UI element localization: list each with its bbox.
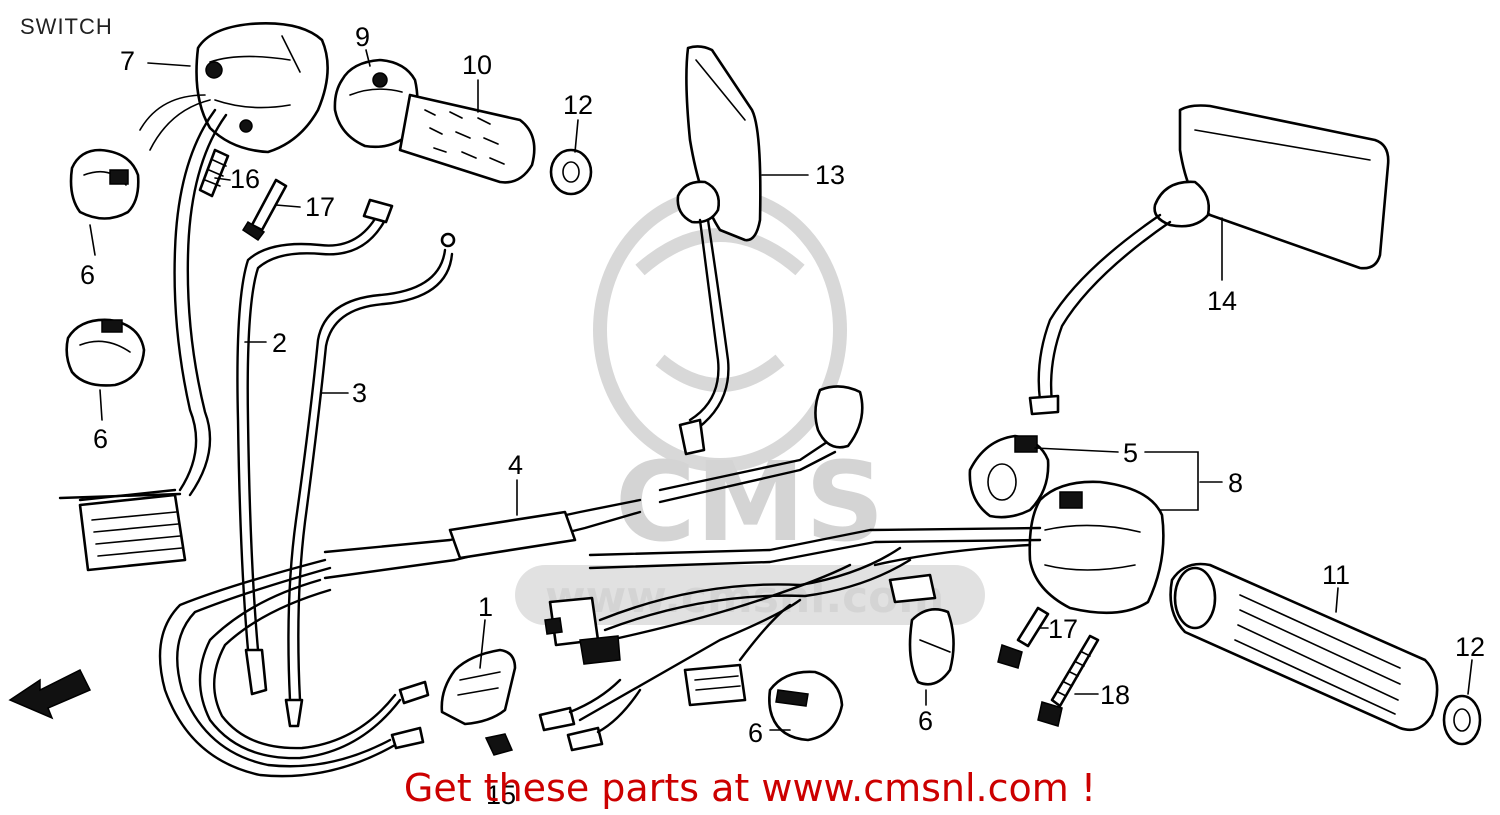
callout-12-upper: 12 (563, 90, 593, 120)
callout-3: 3 (352, 378, 367, 408)
callout-8: 8 (1228, 468, 1243, 498)
part-16-screw (198, 148, 230, 198)
part-13-left-mirror (676, 45, 762, 456)
part-10-left-grip (398, 93, 536, 184)
callout-leader-lines (89, 49, 1473, 731)
diagram-title: SWITCH (20, 14, 113, 39)
part-1-cover (440, 648, 517, 726)
part-5-switch-collar (968, 434, 1050, 519)
callout-6-lower-right: 6 (918, 706, 933, 736)
callout-6-upper-left: 6 (80, 260, 95, 290)
part-4-wire-harness (323, 385, 1042, 722)
callout-6-lower-center: 6 (748, 718, 763, 748)
callout-1: 1 (478, 592, 493, 622)
callout-15: 15 (486, 780, 516, 810)
connector-bullets-lower (538, 678, 642, 752)
part-17-screw-upper (241, 178, 288, 242)
callout-9: 9 (355, 22, 370, 52)
part-6-clamp-lower-right (908, 608, 955, 686)
part-18-bolt (1037, 634, 1100, 727)
callout-7: 7 (120, 46, 135, 76)
callout-6-middle-left: 6 (93, 424, 108, 454)
callout-14: 14 (1207, 286, 1237, 316)
cms-watermark-logo: CMS www.cmsnl.com (515, 188, 985, 625)
part-12-grip-end-upper (549, 148, 593, 196)
part-12-grip-end-lower (1442, 694, 1482, 746)
callout-labels: 7 9 10 12 16 17 6 2 3 6 13 14 4 5 8 11 1… (80, 22, 1485, 810)
callout-16: 16 (230, 164, 260, 194)
part-15-clip (484, 733, 514, 756)
part-7-left-switch-housing (195, 22, 329, 154)
connector-block-left (544, 596, 621, 665)
part-11-right-grip (1169, 562, 1439, 732)
part-6-clamp-upper-left (69, 148, 140, 220)
left-switch-wire-harness (58, 94, 228, 572)
callout-10: 10 (462, 50, 492, 80)
callout-13: 13 (815, 160, 845, 190)
front-direction-arrow-icon (8, 668, 92, 720)
callout-4: 4 (508, 450, 523, 480)
callout-2: 2 (272, 328, 287, 358)
part-2-throttle-cable (236, 198, 394, 696)
callout-11: 11 (1322, 560, 1350, 590)
part-14-right-mirror (1028, 104, 1390, 416)
part-3-clutch-cable (284, 232, 456, 728)
part-17-screw-lower (997, 606, 1050, 669)
lower-control-cables (158, 558, 430, 778)
connector-block-center (683, 663, 747, 707)
callout-12-lower: 12 (1455, 632, 1485, 662)
part-6-clamp-lower-center (768, 670, 844, 742)
callout-18: 18 (1100, 680, 1130, 710)
callout-5: 5 (1123, 438, 1138, 468)
part-8-right-switch-housing (1028, 480, 1165, 615)
callout-17-lower: 17 (1048, 614, 1078, 644)
callout-17-upper: 17 (305, 192, 335, 222)
parts-link-footer: Get these parts at www.cmsnl.com ! (403, 766, 1097, 810)
part-6-clamp-middle-left (65, 318, 146, 387)
